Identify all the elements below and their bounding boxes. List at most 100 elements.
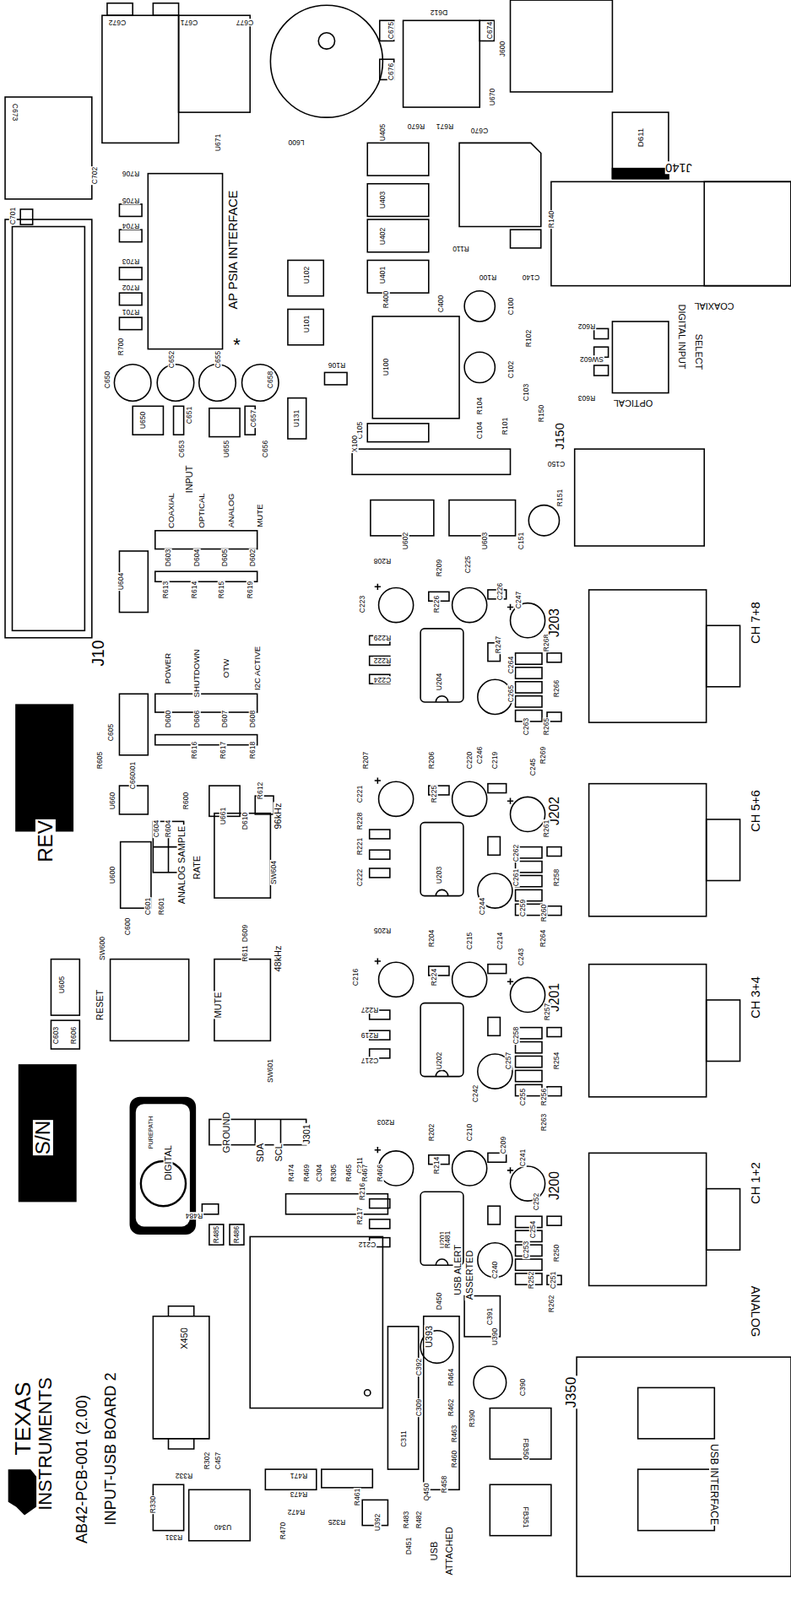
part-label: C400	[437, 294, 445, 314]
part-label: D451	[404, 1537, 412, 1556]
part-label: C221	[355, 784, 363, 803]
part-label: U660	[108, 791, 117, 811]
part-label: R265	[542, 717, 551, 737]
part-label: D602	[248, 548, 256, 568]
part-label: R229	[373, 633, 392, 642]
part-label: Q450	[422, 1482, 431, 1502]
part-label: R331	[163, 1534, 183, 1543]
part-label: R604	[164, 819, 173, 839]
part-label: U100	[382, 357, 391, 377]
part-label: U340	[212, 1524, 232, 1533]
part-label: J203	[547, 606, 562, 638]
part-label: R463	[450, 1424, 459, 1444]
part-label: J150	[552, 422, 566, 451]
part-label: C102	[506, 359, 515, 379]
part-label: R209	[435, 558, 444, 578]
part-label: R700	[116, 337, 125, 357]
part-label: R671	[435, 123, 455, 131]
part-label: C244	[477, 896, 486, 916]
part-label: R224	[430, 968, 439, 987]
part-label: D606	[193, 709, 201, 729]
part-label: R605	[96, 751, 104, 770]
part-label: C140	[521, 274, 541, 282]
part-label: R262	[547, 1294, 556, 1314]
part-label: ANALOG	[227, 492, 237, 528]
part-label: R260	[540, 904, 548, 923]
part-label: SW602	[579, 355, 605, 363]
part-label: X100	[350, 434, 358, 454]
part-label: FB351	[521, 1506, 530, 1529]
part-label: C252	[531, 1192, 540, 1212]
part-label: R266	[552, 679, 561, 699]
part-label: R269	[539, 746, 548, 765]
part-label: SHUTDOWN	[192, 648, 201, 699]
part-label: U392	[373, 1513, 382, 1533]
part-label: INPUT-USB BOARD 2	[102, 1371, 119, 1527]
part-label: U655	[222, 439, 231, 459]
part-label: C258	[511, 1026, 520, 1046]
part-label: C675	[387, 21, 396, 40]
part-label: R613	[162, 580, 170, 600]
part-label: R602	[577, 323, 596, 331]
part-label: ANALOG SAMPLE	[177, 825, 187, 906]
part-label: ATTACHED	[444, 1526, 455, 1577]
part-label: R485	[212, 1225, 221, 1245]
part-label: C604	[152, 819, 161, 839]
part-label: J301	[301, 1124, 311, 1147]
part-label: J140	[664, 162, 693, 175]
part-label: R325	[327, 1519, 347, 1528]
part-label: C255	[519, 1088, 527, 1107]
part-label: R704	[121, 222, 141, 231]
part-label: R104	[476, 396, 484, 416]
part-label: ASSERTED	[465, 1250, 475, 1302]
part-label: SDA	[255, 1143, 266, 1164]
part-label: R205	[373, 926, 392, 935]
part-label: C219	[491, 751, 499, 770]
part-label: C245	[529, 758, 537, 777]
part-label: R484	[184, 1213, 204, 1221]
part-label: U670	[488, 87, 497, 107]
part-label: L600	[287, 139, 305, 147]
part-label: R482	[414, 1511, 423, 1530]
part-label: R619	[246, 580, 255, 600]
part-label: C100	[506, 297, 515, 316]
part-label: C653	[178, 439, 186, 459]
part-label: R207	[362, 751, 370, 770]
part-label: R221	[355, 837, 363, 857]
part-label: R140	[547, 210, 556, 229]
part-label: SW601	[266, 1059, 275, 1085]
part-label: C222	[355, 868, 363, 888]
part-label: C224	[373, 677, 392, 685]
part-label: R203	[376, 1119, 396, 1127]
part-label: C677	[235, 18, 255, 27]
part-label: C601	[144, 896, 152, 916]
part-label: C151	[516, 531, 525, 551]
part-label: J600	[498, 40, 507, 58]
part-label: C660	[129, 771, 137, 791]
part-label: R705	[121, 197, 141, 206]
part-label: C650	[103, 370, 112, 390]
part-label: U401	[379, 265, 387, 285]
part-label: C262	[511, 844, 520, 863]
part-label: C657	[249, 409, 258, 429]
part-label: R302	[203, 1451, 212, 1471]
part-label: C702	[91, 166, 99, 185]
part-label: R670	[406, 123, 426, 131]
part-label: R706	[121, 169, 141, 178]
part-label: R470	[279, 1521, 288, 1540]
part-label: FB350	[521, 1437, 530, 1461]
part-label: OPTICAL	[612, 398, 654, 408]
part-label: MUTE	[212, 991, 223, 1019]
part-label: U131	[292, 409, 300, 429]
part-label: R202	[428, 1123, 436, 1143]
part-label: R617	[218, 740, 227, 759]
part-label: X450	[178, 1327, 189, 1351]
part-label: S/N	[32, 1120, 54, 1156]
part-label: C259	[519, 899, 527, 918]
part-label: TEXAS	[10, 1381, 34, 1457]
part-label: J200	[547, 1170, 562, 1202]
part-label: C392	[414, 1358, 423, 1377]
part-label: D605	[221, 548, 229, 568]
part-label: R471	[289, 1473, 309, 1481]
